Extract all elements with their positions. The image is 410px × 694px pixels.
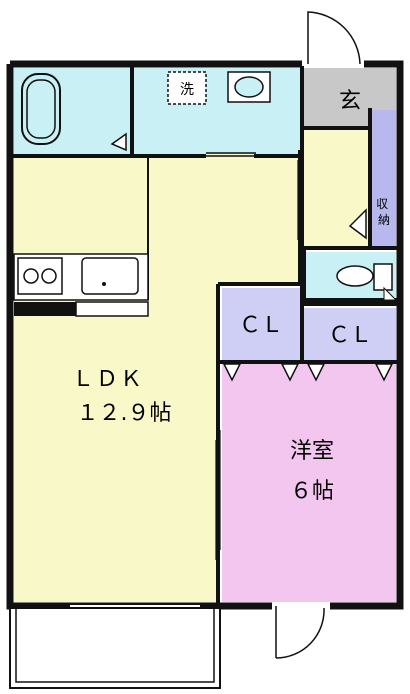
closet-door-markers	[222, 363, 394, 382]
toilet-door-marker	[383, 286, 398, 301]
interior-walls	[12, 66, 398, 604]
toilet-tank	[373, 263, 393, 291]
western-size: ６帖	[290, 479, 334, 504]
burner-left	[23, 268, 39, 284]
sink-drain	[102, 282, 106, 286]
western-room	[222, 362, 396, 602]
ldk-area-lower	[14, 284, 218, 602]
closet-left	[222, 288, 300, 360]
bathtub	[21, 73, 61, 145]
closet-left-label: ＣＬ	[239, 313, 283, 338]
washroom	[134, 68, 300, 154]
entrance-label: 玄	[339, 89, 361, 114]
ldk-size: １２.９帖	[77, 401, 172, 426]
washroom-label: 洗	[180, 82, 194, 98]
kitchen-bar-extension	[75, 301, 149, 317]
stove	[17, 257, 63, 295]
bathtub-inner	[26, 79, 56, 139]
storage-door-marker	[348, 208, 367, 240]
balcony-door-swing	[275, 606, 325, 659]
western-name: 洋室	[290, 439, 334, 464]
kitchen-sink	[81, 257, 139, 295]
balcony	[9, 607, 221, 689]
ldk-western-sliding-door	[215, 430, 221, 560]
storage-area	[372, 110, 396, 246]
ldk-name: ＬＤＫ	[72, 367, 144, 392]
kitchen-bar	[14, 302, 76, 316]
toilet-bowl	[336, 265, 374, 287]
wash-basin-bowl	[234, 76, 264, 98]
bath-door-marker	[110, 132, 127, 152]
closet-right-label: ＣＬ	[328, 323, 372, 348]
hall-sliding-door	[297, 150, 301, 240]
burner-right	[41, 268, 57, 284]
balcony-rail	[15, 607, 215, 683]
closet-right	[304, 308, 396, 360]
storage-label: 収 納	[376, 197, 392, 227]
washing-machine	[167, 71, 207, 105]
front-door-swing	[307, 11, 361, 65]
